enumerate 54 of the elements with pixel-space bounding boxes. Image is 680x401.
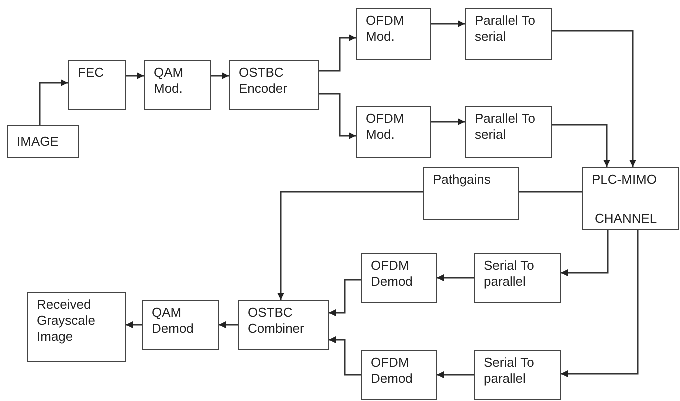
process-box: [144, 60, 211, 110]
block-label: OFDM Demod: [371, 355, 414, 387]
arrow: [431, 20, 465, 28]
block-label: QAM Demod: [152, 305, 195, 337]
connector-line: [519, 191, 582, 193]
block-label: OFDM Demod: [371, 258, 414, 290]
process-box: [361, 350, 437, 400]
process-box: [356, 106, 431, 158]
arrow: [219, 322, 238, 328]
process-box: [356, 8, 431, 60]
channel-box: [582, 167, 679, 230]
block-label: PLC-MIMO: [592, 172, 658, 188]
arrow: [561, 230, 609, 276]
arrow: [561, 230, 639, 378]
block-label: Parallel To serial: [475, 13, 536, 45]
process-box: [7, 125, 79, 158]
arrow: [552, 124, 610, 167]
process-box: [474, 350, 561, 400]
arrow: [319, 93, 356, 140]
arrow: [437, 372, 474, 378]
arrow: [211, 72, 229, 80]
output-box: [27, 292, 126, 362]
process-box: [465, 106, 552, 158]
block-label: OFDM Mod.: [366, 13, 406, 45]
process-box: [361, 253, 437, 303]
process-box: [68, 60, 126, 110]
arrow: [329, 336, 361, 376]
block-label: Serial To parallel: [484, 355, 536, 387]
block-label: CHANNEL: [595, 211, 658, 227]
process-box: [474, 253, 561, 303]
block-label: Serial To parallel: [484, 258, 536, 290]
process-box: [465, 8, 552, 60]
block-label: OSTBC Encoder: [239, 65, 288, 97]
arrow: [39, 80, 68, 125]
process-box: [423, 167, 519, 220]
block-label: FEC: [78, 65, 105, 81]
arrow: [126, 72, 144, 80]
block-label: Pathgains: [433, 172, 492, 188]
block-label: Received Grayscale Image: [37, 297, 97, 345]
arrow: [319, 34, 356, 72]
block-label: IMAGE: [17, 134, 60, 150]
arrow: [278, 191, 423, 300]
arrow: [126, 322, 142, 328]
block-label: OFDM Mod.: [366, 111, 406, 143]
arrow: [431, 118, 465, 126]
block-label: QAM Mod.: [154, 65, 185, 97]
arrow: [329, 279, 361, 316]
block-label: OSTBC Combiner: [248, 305, 306, 337]
process-box: [142, 300, 219, 350]
block-label: Parallel To serial: [475, 111, 536, 143]
process-box: [229, 60, 319, 110]
arrow: [437, 274, 474, 282]
arrow: [552, 30, 636, 167]
process-box: [238, 300, 329, 350]
